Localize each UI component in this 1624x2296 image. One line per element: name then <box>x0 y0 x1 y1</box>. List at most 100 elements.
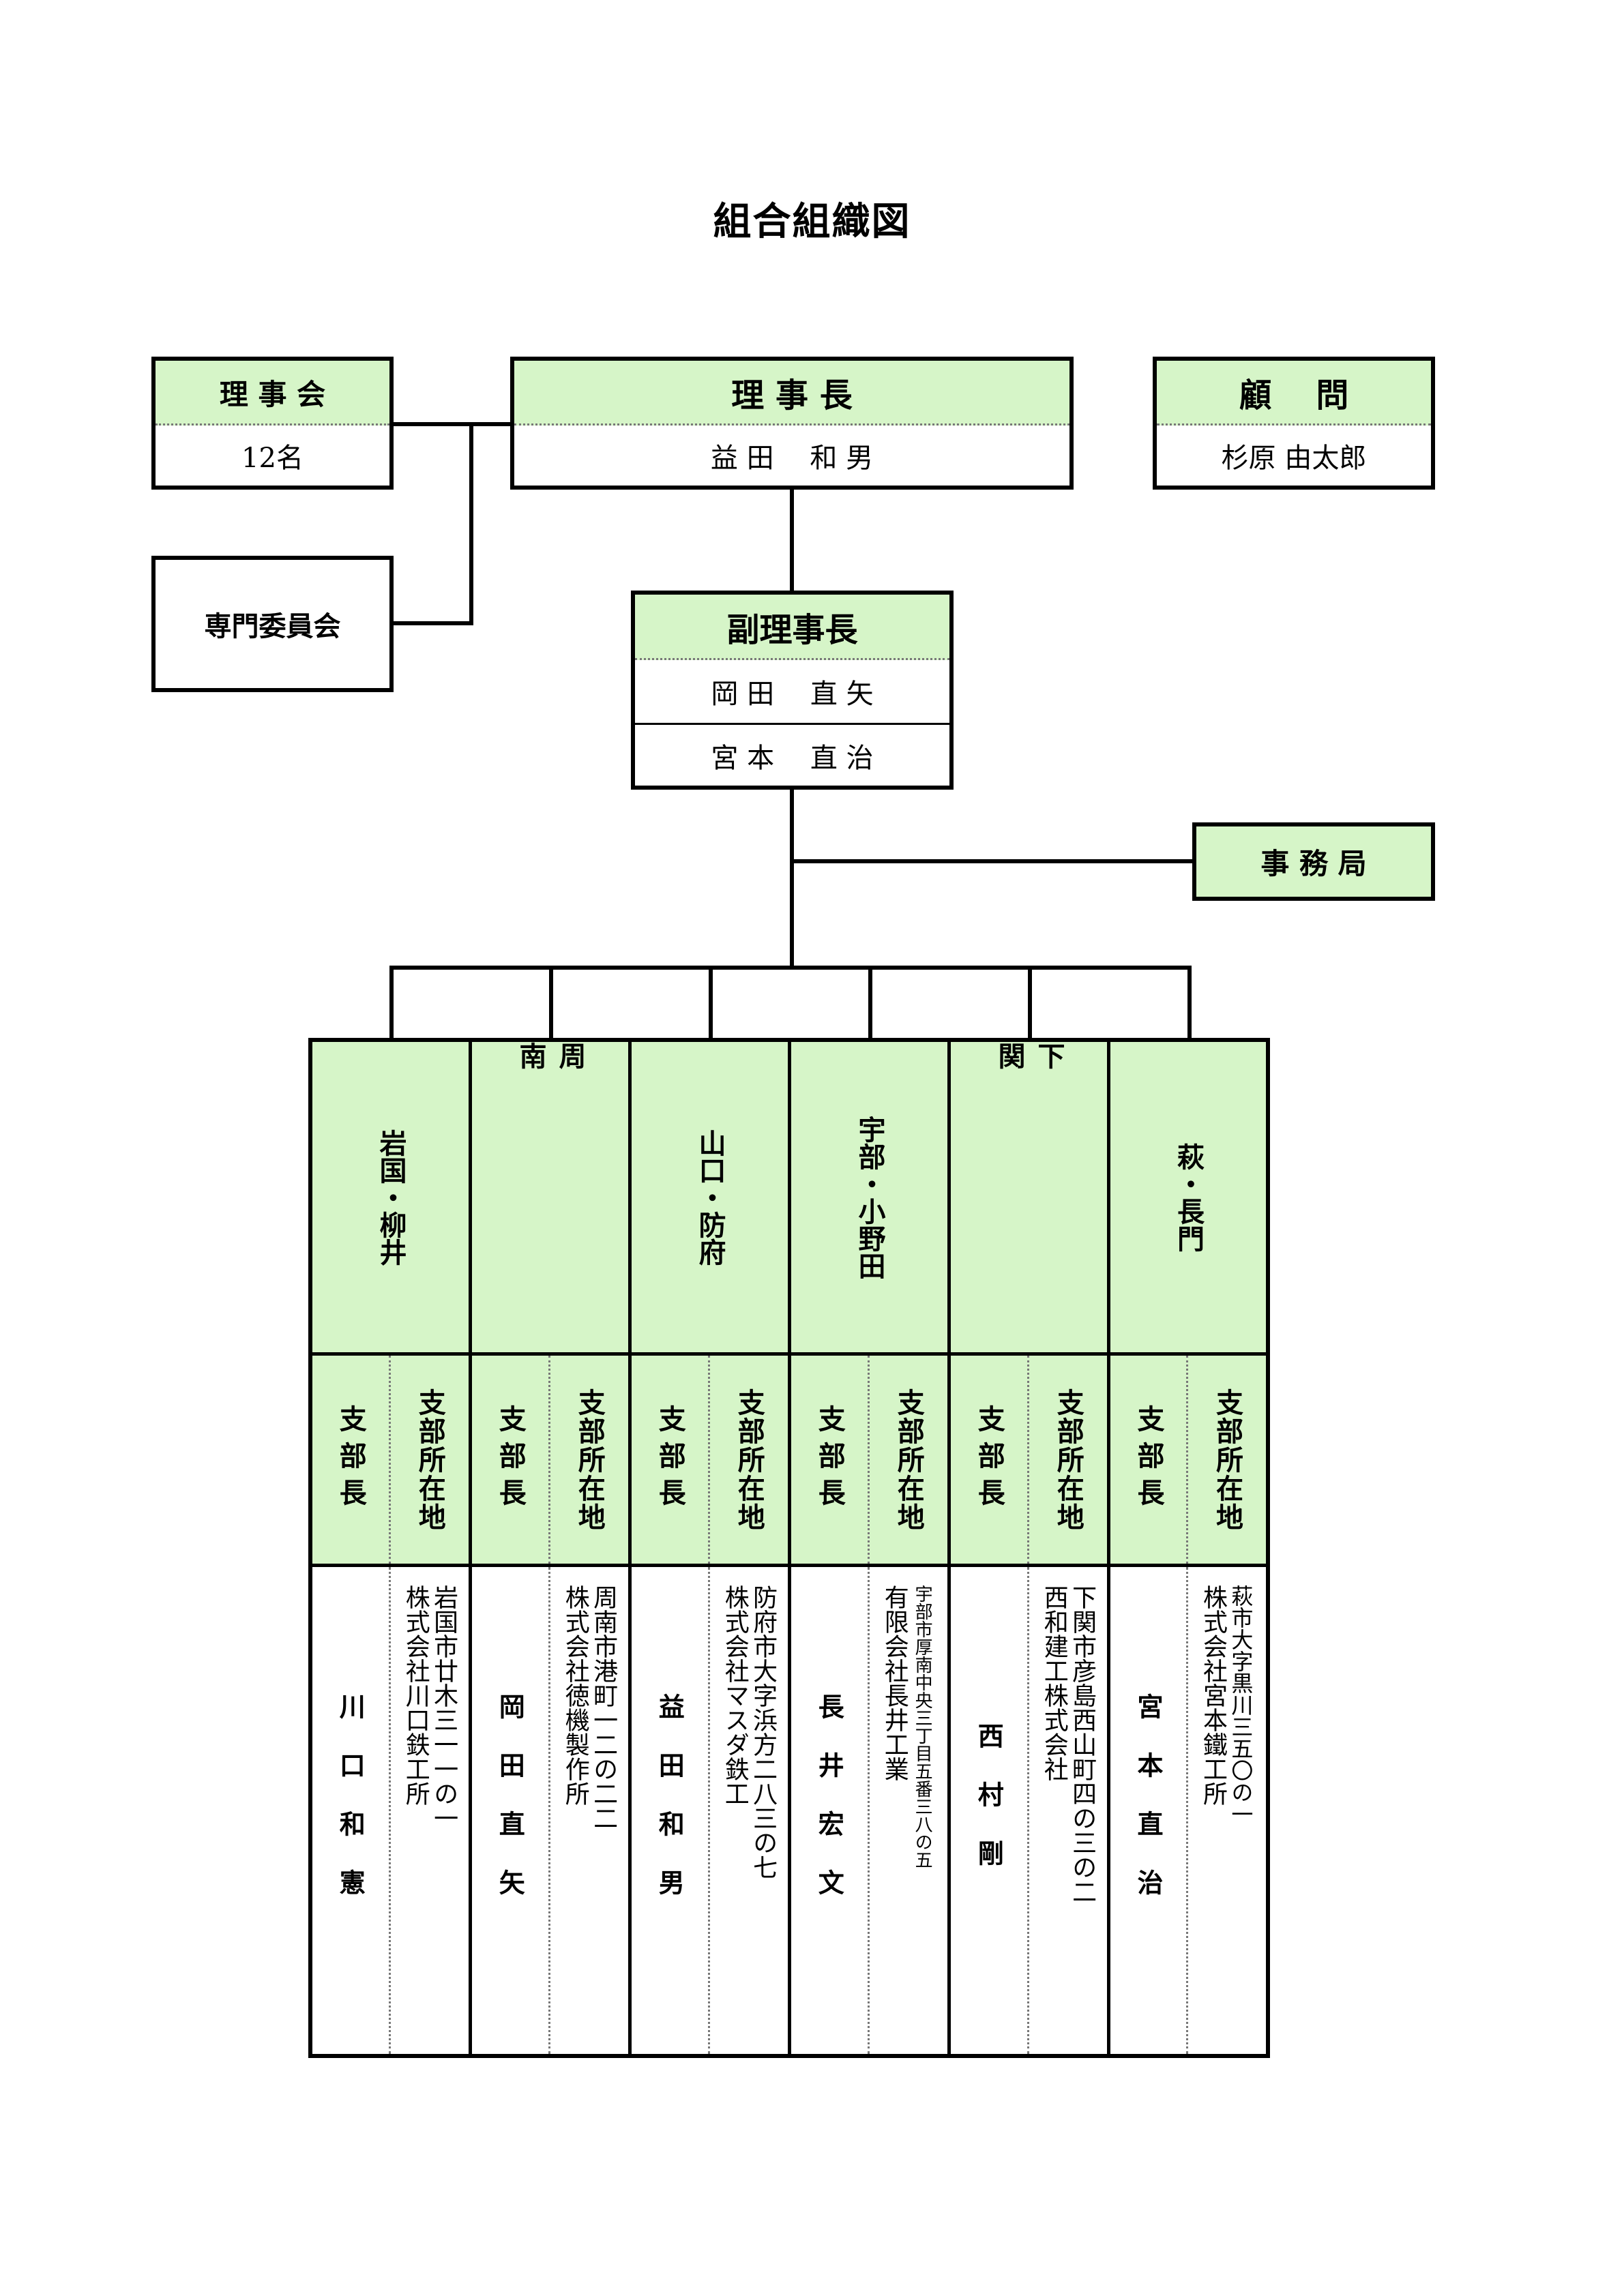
branch-label-row: 支部長 支部所在地 <box>312 1356 469 1567</box>
branch-name: 萩・長門 <box>1172 1142 1204 1252</box>
connector-vice-branches <box>790 790 794 970</box>
chairman-name: 益 田 和 男 <box>710 443 874 474</box>
branch-name: 宇部・小野田 <box>853 1115 885 1279</box>
branch-head-label-cell: 支部長 <box>312 1356 391 1564</box>
branch-label-row: 支部長 支部所在地 <box>791 1356 947 1567</box>
branch-addr-label-cell: 支部所在地 <box>870 1356 948 1564</box>
branch-name: 下関 <box>993 1042 1065 1199</box>
branch-addr-label-cell: 支部所在地 <box>391 1356 469 1564</box>
branch-head-label-cell: 支部長 <box>951 1356 1029 1564</box>
connector-branch-bus <box>389 966 1190 970</box>
office-box: 事 務 局 <box>1192 822 1435 901</box>
branch-head-label: 支部長 <box>653 1404 685 1515</box>
board-value: 12名 <box>241 443 304 474</box>
branch-column: 岩国・柳井 支部長 支部所在地 川口和憲 岩国市廿木三一一の一 株式会社川口鉄工… <box>312 1042 472 2054</box>
vice-chairman-label: 副理事長 <box>635 595 949 660</box>
branch-name: 山口・防府 <box>694 1129 726 1266</box>
branch-address-line-2: 株式会社川口鉄工所 <box>401 1585 430 1806</box>
branch-addr-label: 支部所在地 <box>413 1388 445 1532</box>
vice-chairman-name-1: 岡 田 直 矢 <box>635 660 949 725</box>
branch-head: 岡田直矢 <box>494 1693 525 1928</box>
branch-addr-label: 支部所在地 <box>1211 1388 1243 1532</box>
branch-addr-label: 支部所在地 <box>573 1388 605 1532</box>
branch-addr-label-cell: 支部所在地 <box>1029 1356 1108 1564</box>
branch-label-row: 支部長 支部所在地 <box>472 1356 628 1567</box>
branch-addr-label-cell: 支部所在地 <box>550 1356 629 1564</box>
branch-address-cell: 宇部市厚南中央三丁目五番三八の五 有限会社長井工業 <box>870 1567 948 2054</box>
branch-address: 周南市港町一二の二二 株式会社徳機製作所 <box>561 1585 617 2021</box>
branch-name-cell: 萩・長門 <box>1110 1042 1266 1356</box>
branch-head: 長井宏文 <box>814 1693 844 1928</box>
board-label: 理 事 会 <box>156 361 389 426</box>
branch-address-line-1: 周南市港町一二の二二 <box>589 1585 618 1830</box>
board-box: 理 事 会 12名 <box>151 357 394 490</box>
branch-address-line-1: 下関市彦島西山町四の三の二 <box>1068 1585 1097 1904</box>
advisor-label: 顧 問 <box>1157 361 1431 426</box>
branch-data-row: 益田和男 防府市大字浜方二八三の七 株式会社マスダ鉄工 <box>632 1567 788 2054</box>
branch-addr-label: 支部所在地 <box>733 1388 765 1532</box>
branch-name-cell: 岩国・柳井 <box>312 1042 469 1356</box>
branch-name-cell: 山口・防府 <box>632 1042 788 1356</box>
branch-data-row: 岡田直矢 周南市港町一二の二二 株式会社徳機製作所 <box>472 1567 628 2054</box>
branch-head-label-cell: 支部長 <box>472 1356 550 1564</box>
connector-board-chairman <box>394 422 510 426</box>
connector-office <box>790 859 1192 863</box>
branch-data-row: 西村剛 下関市彦島西山町四の三の二 西和建工株式会社 <box>951 1567 1107 2054</box>
branch-addr-label-cell: 支部所在地 <box>710 1356 788 1564</box>
vice-chairman-box: 副理事長 岡 田 直 矢 宮 本 直 治 <box>631 591 954 790</box>
connector-branch-drop-4 <box>868 966 872 1040</box>
branch-head-label: 支部長 <box>494 1404 526 1515</box>
branch-address: 萩市大字黒川三五〇の一 株式会社宮本鐵工所 <box>1199 1585 1256 2021</box>
branch-address-cell: 岩国市廿木三一一の一 株式会社川口鉄工所 <box>391 1567 469 2054</box>
branch-address: 防府市大字浜方二八三の七 株式会社マスダ鉄工 <box>720 1585 777 2021</box>
branch-data-row: 川口和憲 岩国市廿木三一一の一 株式会社川口鉄工所 <box>312 1567 469 2054</box>
branch-head-cell: 益田和男 <box>632 1567 710 2054</box>
branch-address-cell: 萩市大字黒川三五〇の一 株式会社宮本鐵工所 <box>1188 1567 1266 2054</box>
connector-committee <box>394 621 473 625</box>
branch-addr-label: 支部所在地 <box>1052 1388 1084 1532</box>
connector-chairman-vice <box>790 490 794 591</box>
branch-name-cell: 宇部・小野田 <box>791 1042 947 1356</box>
branch-column: 山口・防府 支部長 支部所在地 益田和男 防府市大字浜方二八三の七 株式会社マス… <box>632 1042 791 2054</box>
branch-name-cell: 周南 <box>472 1042 628 1356</box>
branch-address: 下関市彦島西山町四の三の二 西和建工株式会社 <box>1039 1585 1096 2021</box>
connector-branch-drop-1 <box>389 966 394 1040</box>
vice-chairman-name-2: 宮 本 直 治 <box>711 742 874 774</box>
branch-head: 益田和男 <box>654 1693 685 1928</box>
branch-head: 西村剛 <box>973 1723 1004 1898</box>
branch-head-label: 支部長 <box>1132 1404 1164 1515</box>
committee-box: 専門委員会 <box>151 556 394 692</box>
branch-address-line-1: 岩国市廿木三一一の一 <box>430 1585 458 1830</box>
committee-label: 専門委員会 <box>204 611 341 642</box>
branch-head-label-cell: 支部長 <box>791 1356 870 1564</box>
branch-address-line-1: 防府市大字浜方二八三の七 <box>749 1585 778 1879</box>
branch-head-label: 支部長 <box>813 1404 845 1515</box>
page-title: 組合組織図 <box>713 200 911 244</box>
branch-head-cell: 長井宏文 <box>791 1567 870 2054</box>
branch-name: 岩国・柳井 <box>374 1129 407 1266</box>
branch-label-row: 支部長 支部所在地 <box>632 1356 788 1567</box>
branch-head-label: 支部長 <box>334 1404 366 1515</box>
connector-branch-drop-3 <box>709 966 713 1040</box>
branch-address-cell: 下関市彦島西山町四の三の二 西和建工株式会社 <box>1029 1567 1108 2054</box>
branch-data-row: 宮本直治 萩市大字黒川三五〇の一 株式会社宮本鐵工所 <box>1110 1567 1266 2054</box>
branch-address-cell: 防府市大字浜方二八三の七 株式会社マスダ鉄工 <box>710 1567 788 2054</box>
branch-head-label: 支部長 <box>973 1404 1005 1515</box>
branch-address-line-1: 宇部市厚南中央三丁目五番三八の五 <box>912 1585 933 1868</box>
branch-address-line-1: 萩市大字黒川三五〇の一 <box>1228 1585 1254 1825</box>
connector-committee-vertical <box>469 422 473 625</box>
branch-head-cell: 岡田直矢 <box>472 1567 550 2054</box>
branch-address-line-2: 株式会社マスダ鉄工 <box>720 1585 749 1806</box>
chairman-box: 理 事 長 益 田 和 男 <box>510 357 1074 490</box>
branch-column: 周南 支部長 支部所在地 岡田直矢 周南市港町一二の二二 株式会社徳機製作所 <box>472 1042 632 2054</box>
branch-address-cell: 周南市港町一二の二二 株式会社徳機製作所 <box>550 1567 629 2054</box>
branch-label-row: 支部長 支部所在地 <box>1110 1356 1266 1567</box>
branch-address-line-2: 有限会社長井工業 <box>880 1585 909 1781</box>
branch-head-cell: 川口和憲 <box>312 1567 391 2054</box>
branch-address-line-2: 株式会社徳機製作所 <box>561 1585 589 1806</box>
branch-data-row: 長井宏文 宇部市厚南中央三丁目五番三八の五 有限会社長井工業 <box>791 1567 947 2054</box>
branch-head-cell: 宮本直治 <box>1110 1567 1188 2054</box>
branch-address-line-2: 株式会社宮本鐵工所 <box>1199 1585 1227 1806</box>
branch-addr-label: 支部所在地 <box>892 1388 924 1532</box>
branch-column: 宇部・小野田 支部長 支部所在地 長井宏文 宇部市厚南中央三丁目五番三八の五 有… <box>791 1042 951 2054</box>
